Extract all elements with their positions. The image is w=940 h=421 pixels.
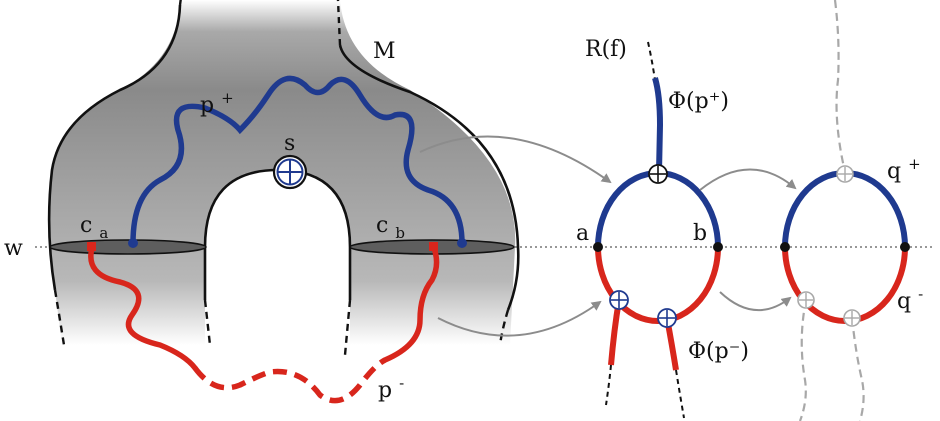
singular-point-s — [272, 154, 308, 190]
label-c-b-sub: b — [395, 224, 405, 242]
curve-c-a — [49, 239, 207, 255]
label-q-plus-base: q — [887, 159, 901, 184]
arrow-right-upper — [699, 168, 797, 191]
plus-marker-bottom-right — [657, 308, 677, 328]
label-c-a-base: c — [80, 213, 92, 238]
label-w: w — [4, 236, 23, 261]
label-p-minus-sup: - — [399, 374, 404, 392]
p-plus-endpoint-b — [457, 238, 467, 248]
surface-outline-top-left-dashed — [178, 0, 182, 6]
rf-bottom-left-dashed — [605, 364, 612, 406]
right-top-dashed — [833, 0, 847, 173]
label-q-plus-sup: + — [908, 155, 921, 173]
rf-top-dashed — [647, 41, 656, 81]
hole-outline-left-dashed — [203, 299, 212, 346]
path-p-minus-solid-right — [382, 245, 440, 363]
label-phi-p-plus: Φ(p⁺) — [668, 89, 729, 114]
label-b: b — [693, 221, 707, 246]
reeb-graph-middle — [593, 41, 723, 419]
right-bottom-right-dashed — [850, 317, 865, 421]
path-p-plus — [130, 75, 465, 246]
label-p-minus: p - — [378, 374, 404, 403]
rf-bottom-right-dashed — [675, 369, 685, 419]
label-R-f: R(f) — [585, 37, 627, 62]
arrow-right-lower — [719, 291, 792, 312]
label-s: s — [284, 131, 295, 156]
arrow-upper — [419, 135, 612, 184]
right-bottom-left-dashed — [798, 299, 808, 421]
arrow-lower — [437, 300, 602, 337]
p-minus-endpoint-b — [429, 242, 438, 251]
label-q-minus-base: q — [897, 289, 911, 314]
path-p-minus-solid — [88, 245, 198, 371]
label-q-minus: q - — [897, 285, 923, 314]
label-q-plus: q + — [887, 155, 921, 184]
hole-outline-right-dashed — [343, 299, 352, 356]
surface-outline-left-dashed — [53, 289, 66, 346]
grey-plus-bottom-right — [843, 309, 861, 327]
label-phi-p-minus: Φ(p⁻) — [688, 339, 749, 364]
right-vertex-left — [780, 242, 790, 252]
right-upper-arc — [782, 170, 908, 248]
vertex-b — [713, 242, 723, 252]
rf-top-stem-blue — [652, 77, 664, 173]
right-vertex-right — [900, 242, 910, 252]
surface-outline-right-dashed — [498, 309, 510, 346]
label-c-a: c a — [80, 213, 108, 242]
surface-outline-left — [47, 4, 182, 291]
surface-neck — [120, 0, 410, 90]
p-minus-endpoint-a — [87, 242, 96, 251]
path-p-minus-dashed — [192, 357, 387, 404]
grey-plus-bottom-left — [797, 291, 815, 309]
label-p-plus-sup: + — [221, 89, 234, 107]
surface-hole — [205, 170, 350, 360]
surface-outline-right — [338, 44, 520, 311]
label-a: a — [576, 221, 589, 246]
vertex-a — [593, 242, 603, 252]
surface-M — [47, 0, 520, 360]
label-M: M — [373, 39, 396, 64]
grey-plus-top — [836, 165, 854, 183]
reeb-graph-right — [780, 0, 910, 421]
plus-marker-top — [648, 164, 668, 184]
surface-outline-top-right-dashed — [336, 0, 342, 46]
label-p-plus-base: p — [200, 93, 214, 118]
label-p-minus-base: p — [378, 378, 392, 403]
label-c-a-sub: a — [99, 224, 108, 242]
label-c-b-base: c — [376, 213, 388, 238]
label-c-b: c b — [376, 213, 405, 242]
label-q-minus-sup: - — [918, 285, 923, 303]
p-plus-endpoint-a — [128, 238, 138, 248]
plus-marker-bottom-left — [609, 290, 629, 310]
right-lower-arc — [782, 246, 908, 324]
label-p-plus: p + — [200, 89, 234, 118]
